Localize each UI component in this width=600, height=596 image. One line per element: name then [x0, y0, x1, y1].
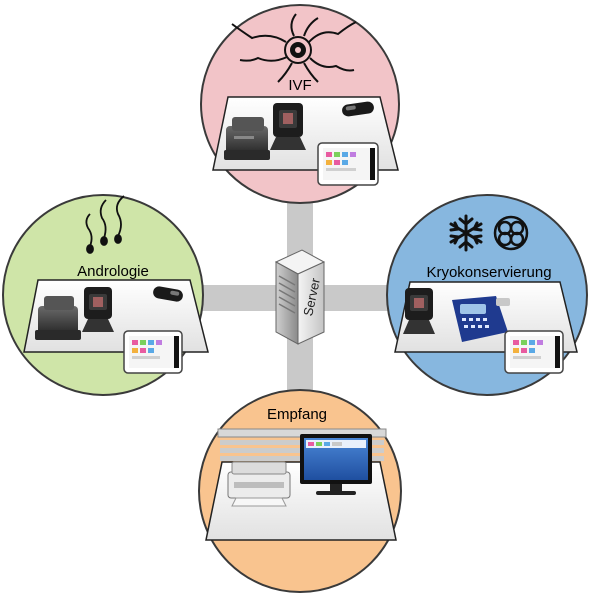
reception-label: Empfang: [267, 406, 327, 423]
label-maker-icon: [452, 296, 510, 342]
tablet-icon: [123, 330, 183, 374]
cryo-straw-icon: [493, 215, 529, 251]
station-cryo: Kryokonservierung: [386, 194, 588, 396]
station-andrology: Andrologie: [2, 194, 209, 396]
monitor-icon: [300, 434, 372, 495]
snowflake-icon: [449, 214, 483, 252]
scanner-stand-icon: [270, 103, 306, 150]
tablet-icon: [504, 330, 564, 374]
cryo-label: Kryokonservierung: [426, 264, 551, 281]
andrology-label: Andrologie: [77, 263, 149, 280]
cryo-desk: [394, 281, 578, 374]
server-front: [275, 261, 299, 345]
tablet-icon: [317, 142, 379, 186]
station-ivf: IVF: [200, 4, 400, 204]
reception-desk: [205, 428, 397, 541]
server-side: [297, 261, 325, 345]
sperm-egg-icon: [231, 13, 357, 83]
server: Server: [274, 249, 326, 345]
sperm-icon: [85, 195, 125, 254]
printer-icon: [227, 461, 291, 507]
station-reception: Empfang: [198, 389, 402, 593]
handheld-scanner-icon: [153, 286, 183, 302]
andrology-desk: [23, 279, 209, 374]
scanner-stand-icon: [403, 288, 435, 334]
ivf-label: IVF: [288, 77, 311, 94]
label-printer-icon: [35, 296, 81, 340]
handheld-scanner-icon: [342, 101, 374, 117]
ivf-desk: [212, 96, 399, 186]
label-printer-icon: [224, 117, 270, 160]
scanner-stand-icon: [82, 287, 114, 332]
